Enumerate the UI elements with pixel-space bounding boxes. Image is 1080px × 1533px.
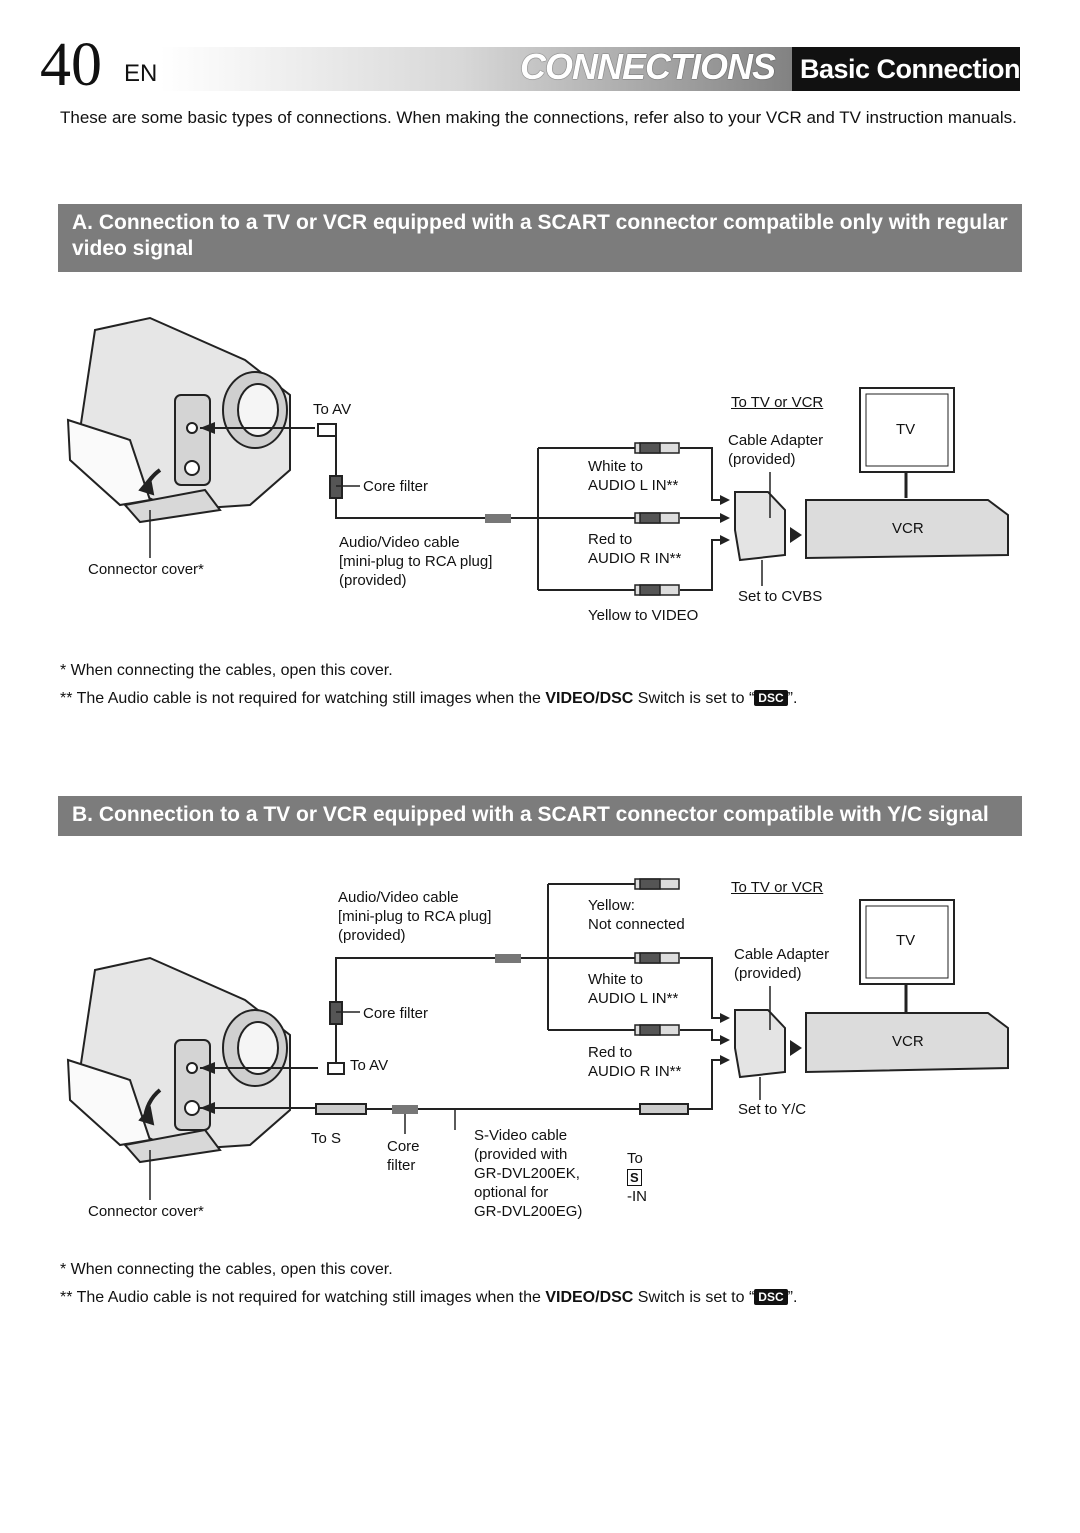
label-audio-l: AUDIO L IN** <box>588 477 679 494</box>
tv-b <box>859 899 955 985</box>
vcr-a <box>805 499 1009 560</box>
page-number: 40 <box>40 31 102 99</box>
label-white: White to <box>588 458 644 475</box>
label-white-b: White to <box>588 971 644 988</box>
camcorder-illustration-b <box>66 956 291 1164</box>
label-yellow: Yellow to VIDEO <box>588 607 699 624</box>
cable-adapter-b <box>734 1009 786 1079</box>
section-b-heading: B. Connection to a TV or VCR equipped wi… <box>58 796 1022 836</box>
label-red-b: Red to <box>588 1044 633 1061</box>
label-vcr: VCR <box>892 520 924 537</box>
section-a-heading: A. Connection to a TV or VCR equipped wi… <box>58 204 1022 272</box>
camcorder-illustration-a <box>66 316 291 524</box>
label-to-tv-vcr-b: To TV or VCR <box>731 879 824 896</box>
dsc-icon: DSC <box>754 690 788 706</box>
note-audio-b: ** The Audio cable is not required for w… <box>60 1289 798 1306</box>
label-s-in: To S -IN <box>627 1150 647 1205</box>
label-connector-cover-b: Connector cover* <box>88 1203 204 1220</box>
label-audio-r: AUDIO R IN** <box>588 550 682 567</box>
label-to-tv-vcr: To TV or VCR <box>731 394 824 411</box>
label-tv-b: TV <box>896 932 916 949</box>
label-cable-adapter-b: Cable Adapter (provided) <box>734 946 830 982</box>
s-video-icon: S <box>627 1169 642 1186</box>
page-language: EN <box>124 60 158 87</box>
cable-adapter-a <box>734 491 786 562</box>
dsc-icon: DSC <box>754 1289 788 1305</box>
av-cable-b <box>327 883 635 1075</box>
label-to-av-b: To AV <box>350 1057 389 1074</box>
intro-text: These are some basic types of connection… <box>60 108 1017 127</box>
note-cover-b: * When connecting the cables, open this … <box>60 1261 393 1278</box>
label-connector-cover: Connector cover* <box>88 561 204 578</box>
rca-plugs-b <box>634 878 680 1036</box>
label-set-to-b: Set to Y/C <box>738 1101 807 1118</box>
av-cable-a <box>317 423 635 591</box>
label-yellow-b: Yellow: Not connected <box>588 897 685 933</box>
label-audio-r-b: AUDIO R IN** <box>588 1063 682 1080</box>
label-core-filter: Core filter <box>363 478 429 495</box>
note-audio: ** The Audio cable is not required for w… <box>60 690 798 707</box>
label-core-filter-2: Core filter <box>387 1138 420 1174</box>
label-tv: TV <box>896 421 916 438</box>
rca-plugs-a <box>634 442 680 596</box>
label-cable-adapter: Cable Adapter (provided) <box>728 432 824 468</box>
header-dark-block <box>792 47 1020 91</box>
label-red: Red to <box>588 531 633 548</box>
label-set-to: Set to CVBS <box>738 588 823 605</box>
label-to-s: To S <box>311 1130 342 1147</box>
label-av-cable-b: Audio/Video cable [mini-plug to RCA plug… <box>338 889 492 944</box>
subsection-title: Basic Connections <box>800 54 1035 84</box>
label-to-av: To AV <box>313 401 352 418</box>
label-svideo-cable: S-Video cable (provided with GR-DVL200EK… <box>474 1127 583 1220</box>
label-core-filter-b: Core filter <box>363 1005 429 1022</box>
label-vcr-b: VCR <box>892 1033 924 1050</box>
label-av-cable: Audio/Video cable [mini-plug to RCA plug… <box>339 534 493 589</box>
label-audio-l-b: AUDIO L IN** <box>588 990 679 1007</box>
vcr-b <box>805 1012 1009 1074</box>
section-title: CONNECTIONS <box>520 46 776 87</box>
tv-a <box>859 387 955 473</box>
note-cover: * When connecting the cables, open this … <box>60 662 393 679</box>
